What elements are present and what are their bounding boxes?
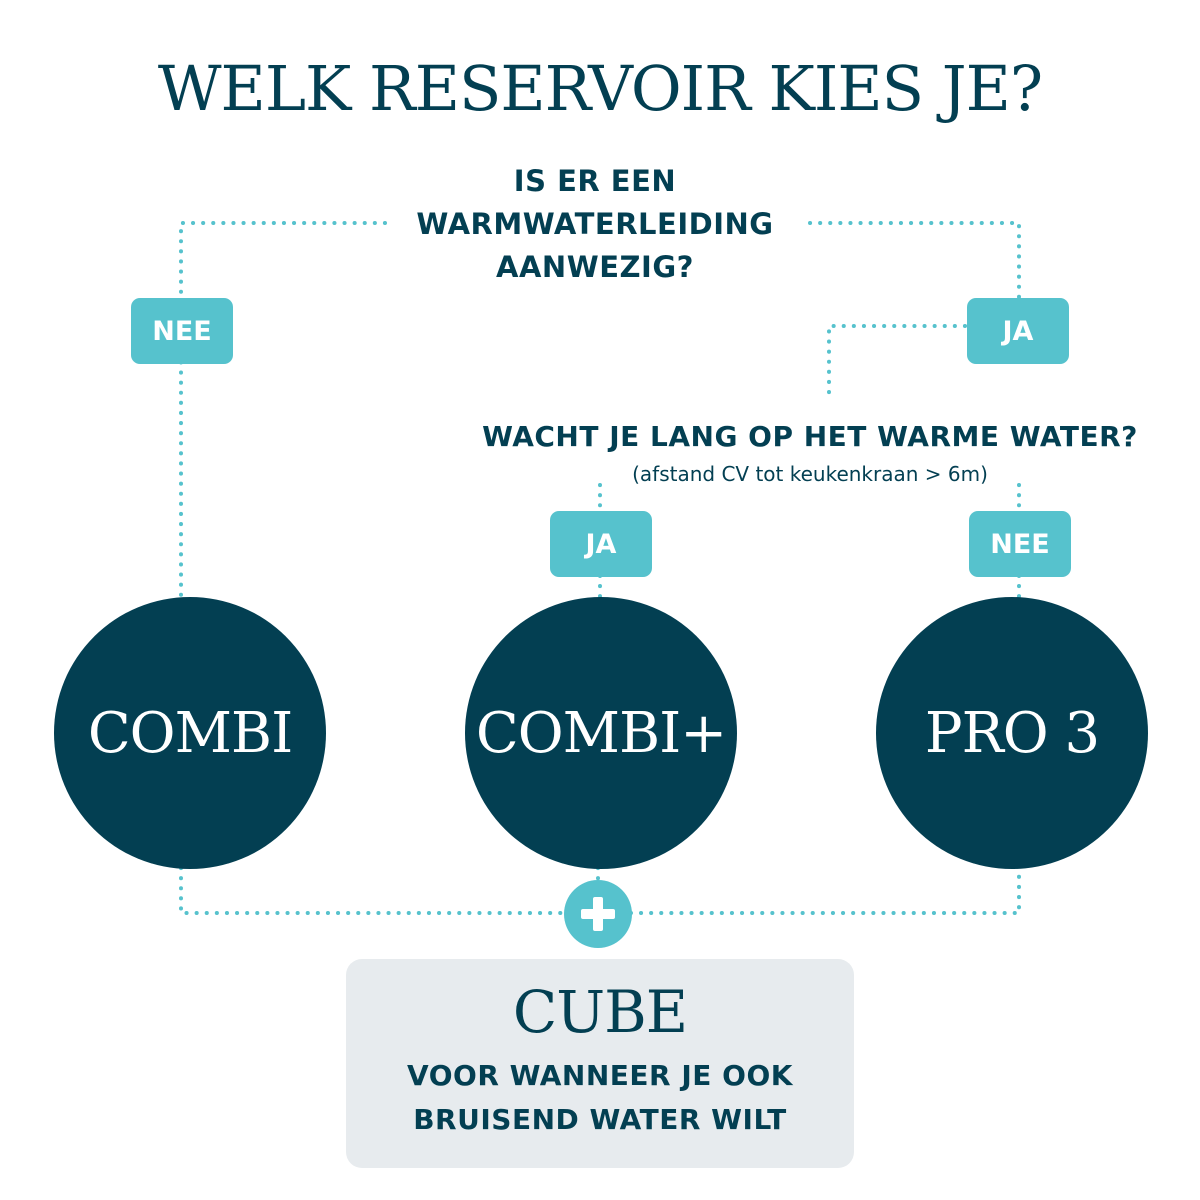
connector-ja-to-q2 bbox=[827, 324, 967, 400]
result-combi: COMBI bbox=[54, 597, 326, 869]
cube-addon-box bbox=[346, 959, 854, 1168]
answer-nee-badge: NEE bbox=[131, 298, 233, 364]
question-line: WARMWATERLEIDING bbox=[416, 207, 774, 241]
cube-description: VOOR WANNEER JE OOK BRUISEND WATER WILT bbox=[346, 1054, 854, 1142]
answer-nee-badge: NEE bbox=[969, 511, 1071, 577]
question-hot-water-pipe: IS ER EEN WARMWATERLEIDING AANWEZIG? bbox=[360, 160, 830, 289]
result-combi-plus: COMBI+ bbox=[465, 597, 737, 869]
answer-ja-badge: JA bbox=[967, 298, 1069, 364]
plus-icon bbox=[564, 880, 632, 948]
question-line: IS ER EEN bbox=[513, 164, 677, 198]
answer-ja-badge: JA bbox=[550, 511, 652, 577]
question-line: AANWEZIG? bbox=[496, 250, 694, 284]
connector-q1-right bbox=[808, 221, 1021, 302]
question-wait-warm-water: WACHT JE LANG OP HET WARME WATER? bbox=[482, 420, 1138, 453]
cube-title: CUBE bbox=[512, 978, 688, 1046]
question-note: (afstand CV tot keukenkraan > 6m) bbox=[632, 462, 988, 486]
result-pro-3: PRO 3 bbox=[876, 597, 1148, 869]
page-title: WELK RESERVOIR KIES JE? bbox=[157, 52, 1043, 125]
connector-q1-left bbox=[179, 221, 387, 600]
cube-description-line: BRUISEND WATER WILT bbox=[413, 1103, 787, 1136]
cube-description-line: VOOR WANNEER JE OOK bbox=[407, 1059, 793, 1092]
